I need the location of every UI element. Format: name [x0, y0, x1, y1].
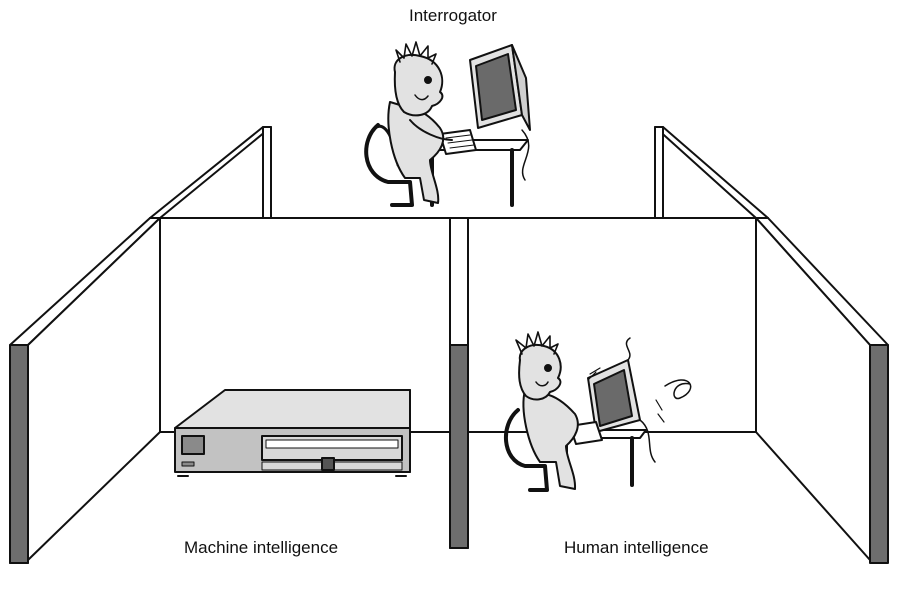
partition-right — [755, 217, 889, 564]
thinking-person-icon — [504, 331, 692, 492]
partition-back-left — [149, 126, 272, 219]
machine-intelligence-label: Machine intelligence — [184, 538, 339, 557]
partition-center — [449, 217, 469, 549]
partition-back-right — [654, 126, 769, 219]
interrogator-label: Interrogator — [409, 6, 497, 25]
partition-left — [9, 217, 161, 564]
person-at-computer-icon — [364, 41, 531, 207]
human-intelligence-label: Human intelligence — [564, 538, 709, 557]
desktop-computer-icon — [174, 389, 411, 477]
